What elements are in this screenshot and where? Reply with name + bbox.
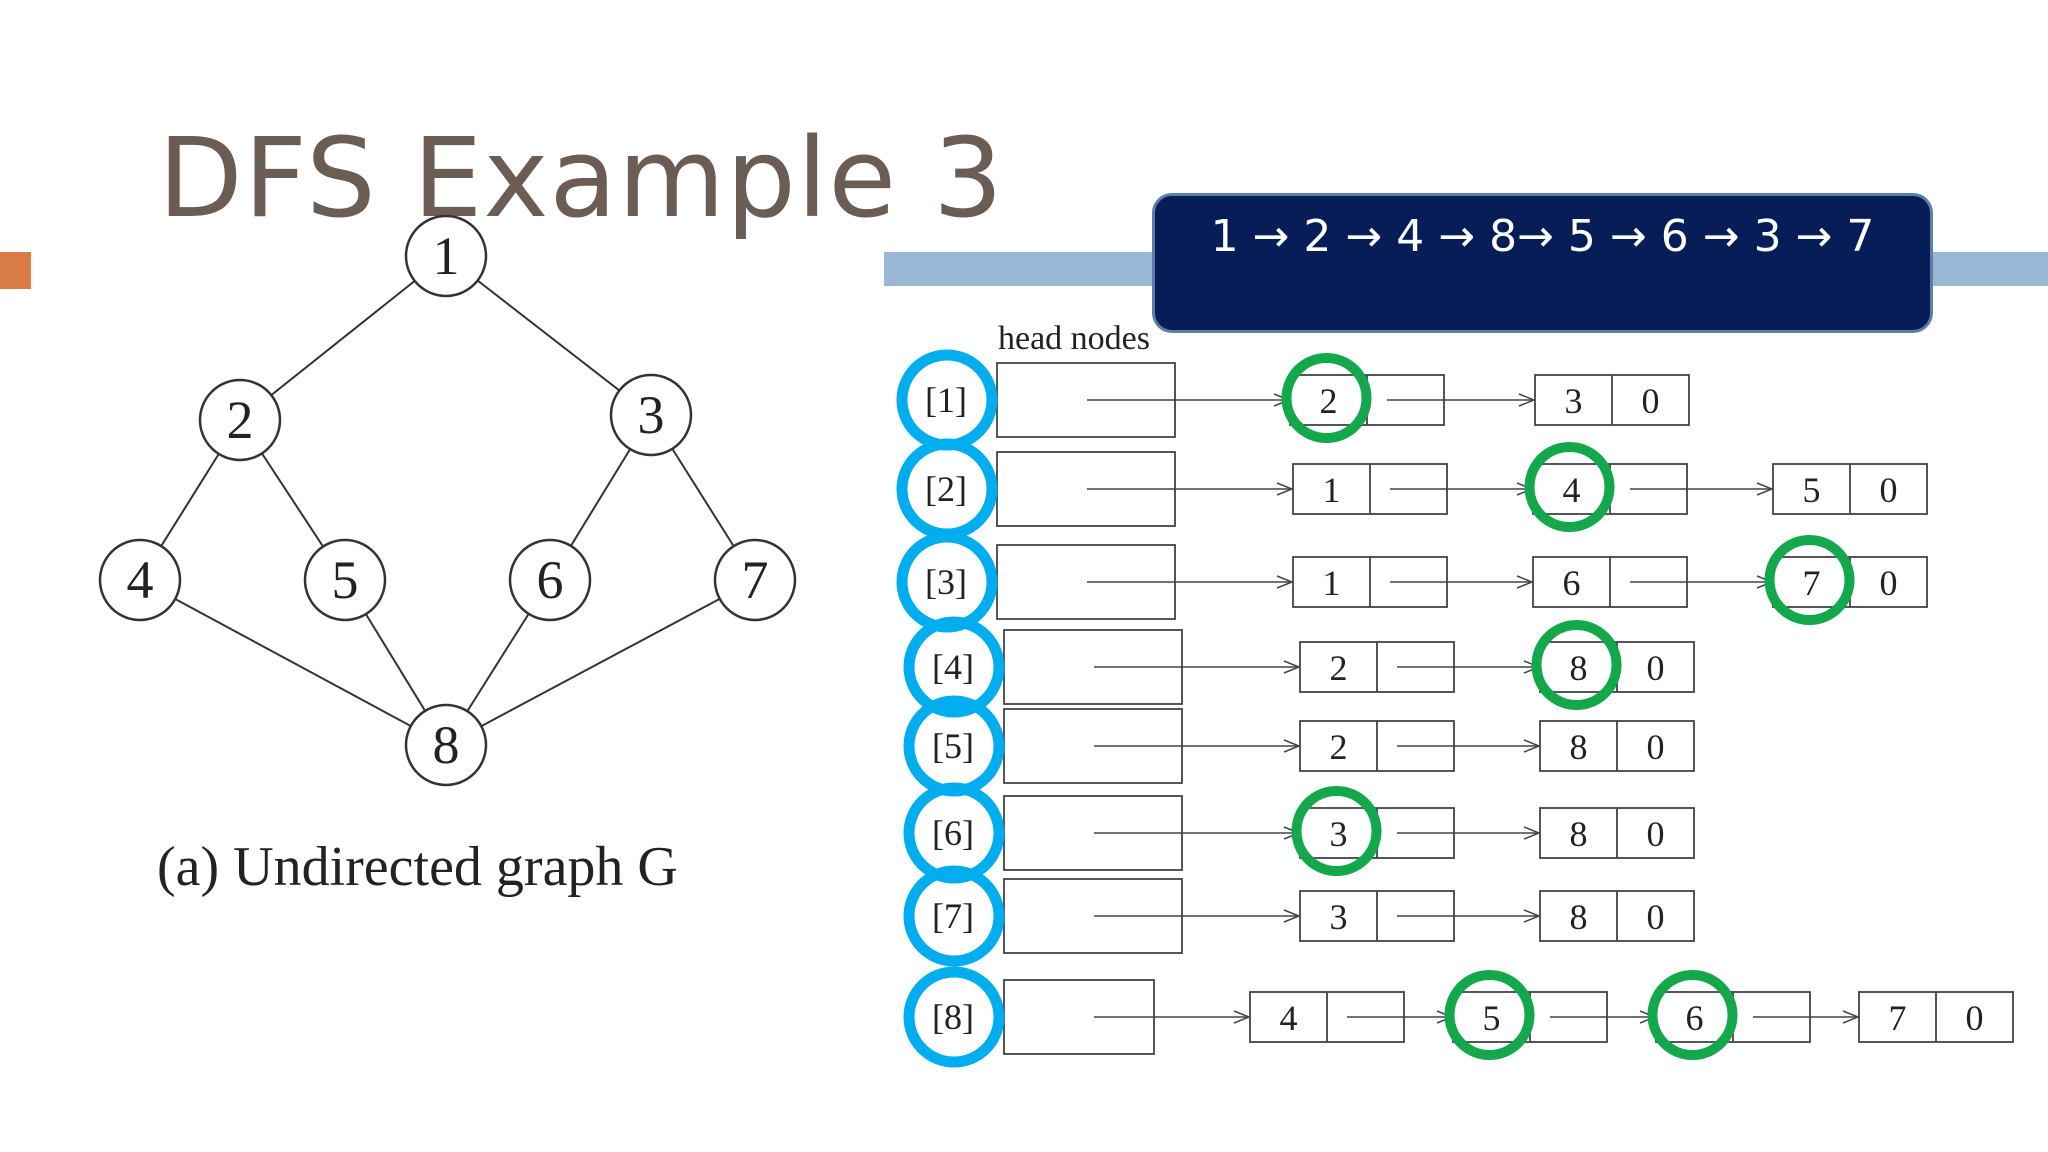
visited-highlight-2-1 [1524, 442, 1615, 532]
list-terminator-5: 0 [1647, 727, 1665, 767]
graph-node-8 [404, 703, 488, 787]
list-arrowhead-3-1 [1516, 575, 1535, 589]
list-arrowhead-4-0 [1283, 660, 1302, 674]
graph-node-label-6: 6 [537, 550, 564, 610]
list-terminator-8: 0 [1966, 998, 1984, 1038]
list-node-value-3-2: 7 [1803, 563, 1821, 603]
row-label-7: [7] [932, 896, 974, 936]
head-highlight-7 [903, 865, 1005, 967]
row-label-5: [5] [932, 726, 974, 766]
list-node-value-2-2: 5 [1803, 470, 1821, 510]
graph-node-3 [609, 373, 693, 457]
row-label-1: [1] [925, 380, 967, 420]
list-arrowhead-2-2 [1756, 482, 1775, 496]
graph-edge-1-3 [445, 255, 652, 416]
list-terminator-2: 0 [1880, 470, 1898, 510]
graph-nodes: 1 2 3 4 5 6 7 8 [98, 214, 797, 787]
list-node-value-8-1: 5 [1483, 998, 1501, 1038]
graph-edges [139, 255, 756, 746]
graph-node-label-3: 3 [638, 385, 665, 445]
graph-node-label-8: 8 [433, 715, 460, 775]
list-arrowhead-5-1 [1523, 739, 1542, 753]
graph-node-6 [508, 538, 592, 622]
row-label-4: [4] [932, 647, 974, 687]
list-arrowhead-8-3 [1842, 1010, 1861, 1024]
list-node-value-8-0: 4 [1280, 998, 1298, 1038]
list-node-value-1-0: 2 [1320, 381, 1338, 421]
accent-orange-block [0, 252, 31, 289]
graph-node-1 [404, 214, 488, 298]
graph-node-5 [303, 538, 387, 622]
list-arrowhead-3-0 [1276, 575, 1295, 589]
graph-node-label-1: 1 [433, 226, 460, 286]
list-terminator-1: 0 [1642, 381, 1660, 421]
list-node-value-1-1: 3 [1565, 381, 1583, 421]
visited-highlight-3-2 [1764, 535, 1855, 625]
head-highlight-4 [903, 616, 1005, 718]
graph-node-label-4: 4 [127, 550, 154, 610]
adjacency-lists: [1] 2 3 0 [2] 1 4 5 0 [3] 1 6 7 0 [4] 2 8 0 [5] 2 8 0 [6] 3 8 0 [7… [925, 362, 2014, 1055]
list-arrowhead-8-0 [1233, 1010, 1252, 1024]
graph-node-7 [713, 538, 797, 622]
visited-highlight-4-1 [1531, 620, 1622, 710]
list-node-value-7-1: 8 [1570, 897, 1588, 937]
head-highlight-8 [903, 966, 1005, 1068]
list-node-value-6-1: 8 [1570, 814, 1588, 854]
graph-node-4 [98, 538, 182, 622]
graph-node-2 [198, 378, 282, 462]
list-node-value-3-1: 6 [1563, 563, 1581, 603]
head-nodes-label: head nodes [998, 320, 1150, 357]
list-arrowhead-7-0 [1283, 909, 1302, 923]
head-highlight-6 [903, 782, 1005, 884]
list-arrowhead-2-0 [1276, 482, 1295, 496]
highlight-circles [896, 349, 1855, 1068]
list-arrowhead-5-0 [1283, 739, 1302, 753]
visited-highlight-8-1 [1444, 970, 1535, 1060]
row-label-2: [2] [925, 469, 967, 509]
list-node-value-4-1: 8 [1570, 648, 1588, 688]
list-node-value-5-1: 8 [1570, 727, 1588, 767]
list-arrowhead-6-1 [1523, 826, 1542, 840]
list-node-value-2-0: 1 [1323, 470, 1341, 510]
row-label-6: [6] [932, 813, 974, 853]
row-label-3: [3] [925, 562, 967, 602]
graph-edge-1-2 [239, 255, 447, 421]
dfs-order-box: 1 → 2 → 4 → 8→ 5 → 6 → 3 → 7 [1152, 193, 1933, 333]
graph-caption: (a) Undirected graph G [157, 836, 678, 898]
row-label-8: [8] [932, 997, 974, 1037]
list-terminator-3: 0 [1880, 563, 1898, 603]
list-node-value-6-0: 3 [1330, 814, 1348, 854]
list-arrowhead-1-1 [1518, 393, 1537, 407]
visited-highlight-1-0 [1281, 353, 1372, 443]
graph-node-label-7: 7 [742, 550, 769, 610]
list-terminator-7: 0 [1647, 897, 1665, 937]
list-arrowhead-7-1 [1523, 909, 1542, 923]
list-terminator-6: 0 [1647, 814, 1665, 854]
visited-highlight-8-2 [1647, 970, 1738, 1060]
list-node-value-8-3: 7 [1889, 998, 1907, 1038]
list-node-value-3-0: 1 [1323, 563, 1341, 603]
list-node-value-4-0: 2 [1330, 648, 1348, 688]
list-terminator-4: 0 [1647, 648, 1665, 688]
graph-edge-7-8 [445, 579, 756, 746]
list-node-value-5-0: 2 [1330, 727, 1348, 767]
list-node-value-8-2: 6 [1686, 998, 1704, 1038]
graph-edge-4-8 [139, 579, 447, 746]
list-node-value-7-0: 3 [1330, 897, 1348, 937]
visited-highlight-6-0 [1291, 786, 1382, 876]
graph-node-label-5: 5 [332, 550, 359, 610]
graph-node-label-2: 2 [227, 390, 254, 450]
list-node-value-2-1: 4 [1563, 470, 1581, 510]
